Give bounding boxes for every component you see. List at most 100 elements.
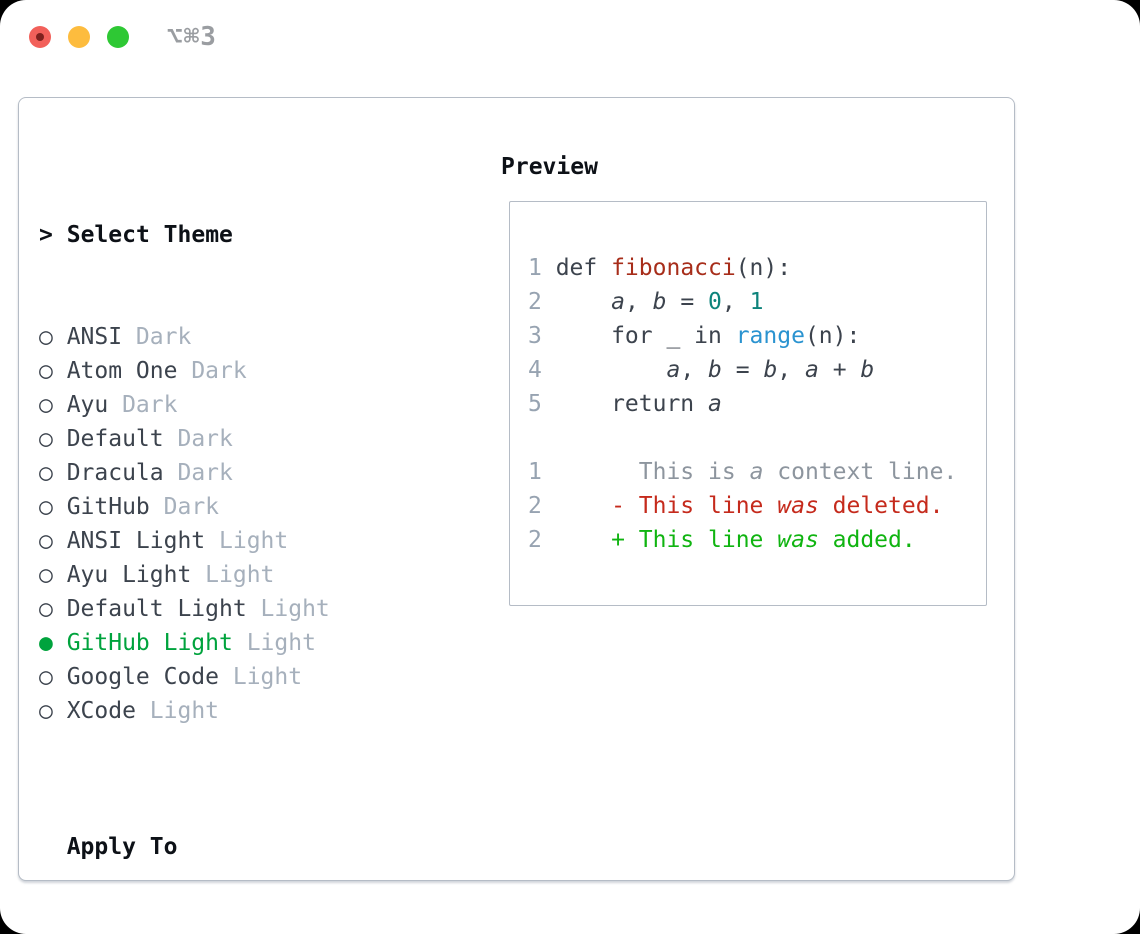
code-token: for _ in: [555, 323, 736, 349]
line-number: 2: [528, 289, 542, 315]
theme-option[interactable]: ○ Atom One Dark: [39, 354, 459, 388]
theme-name: Atom One: [66, 358, 178, 384]
theme-variant-tag: Light: [246, 630, 316, 656]
line-number: 2: [528, 493, 542, 519]
code-line: 2 - This line was deleted.: [528, 489, 957, 523]
radio-unselected-icon: ○: [39, 392, 53, 418]
zoom-button[interactable]: [107, 26, 129, 48]
radio-unselected-icon: ○: [39, 460, 53, 486]
theme-variant-tag: Dark: [177, 426, 233, 452]
code-line: 3 for _ in range(n):: [528, 319, 957, 353]
theme-name: Ayu Light: [66, 562, 192, 588]
code-line: 4 a, b = b, a + b: [528, 353, 957, 387]
code-token: context line.: [763, 459, 958, 485]
close-button[interactable]: [29, 26, 51, 48]
code-token: (n):: [804, 323, 861, 349]
theme-name: ANSI Light: [66, 528, 206, 554]
theme-option[interactable]: ○ XCode Light: [39, 694, 459, 728]
theme-name: Dracula: [66, 460, 164, 486]
theme-option[interactable]: ○ Default Dark: [39, 422, 459, 456]
theme-name: Google Code: [66, 664, 220, 690]
preview-header: Preview: [501, 154, 598, 180]
theme-option[interactable]: ○ ANSI Dark: [39, 320, 459, 354]
select-theme-header: > Select Theme: [39, 218, 459, 252]
theme-option[interactable]: ○ Dracula Dark: [39, 456, 459, 490]
radio-unselected-icon: ○: [39, 698, 53, 724]
code-token: was: [777, 493, 819, 519]
code-token: (n):: [735, 255, 792, 281]
theme-variant-tag: Light: [219, 528, 289, 554]
radio-selected-icon: ●: [39, 630, 53, 656]
line-number: 3: [528, 323, 542, 349]
code-token: b: [708, 357, 722, 383]
select-theme-label: Select Theme: [66, 222, 233, 248]
theme-name: XCode: [66, 698, 136, 724]
prompt-icon: >: [39, 222, 53, 248]
theme-variant-tag: Light: [149, 698, 220, 724]
code-token: 0: [708, 289, 722, 315]
theme-name: ANSI: [66, 324, 123, 350]
line-number: 1: [528, 255, 542, 281]
close-button-dot-icon: [36, 33, 44, 41]
code-token: [556, 357, 667, 383]
code-token: deleted.: [818, 493, 944, 519]
code-token: [556, 289, 611, 315]
apply-to-header: Apply To: [66, 834, 178, 860]
theme-name: Default Light: [66, 596, 247, 622]
code-line: 5 return a: [528, 387, 957, 421]
radio-unselected-icon: ○: [39, 324, 53, 350]
code-line: 2 + This line was added.: [528, 523, 957, 557]
theme-variant-tag: Light: [205, 562, 275, 588]
theme-name: Ayu: [66, 392, 109, 418]
radio-unselected-icon: ○: [39, 528, 53, 554]
theme-option[interactable]: ○ ANSI Light Light: [39, 524, 459, 558]
code-token: a: [749, 459, 764, 485]
window-title: ⌥⌘3: [167, 22, 217, 52]
code-token: 1: [749, 289, 764, 315]
titlebar: ⌥⌘3: [0, 0, 1140, 74]
theme-variant-tag: Dark: [177, 460, 233, 486]
code-token: a: [708, 391, 722, 417]
theme-variant-tag: Light: [260, 596, 330, 622]
code-token: ,: [624, 289, 653, 315]
radio-unselected-icon: ○: [39, 426, 53, 452]
radio-unselected-icon: ○: [39, 494, 53, 520]
theme-variant-tag: Dark: [191, 358, 247, 384]
code-token: return: [555, 391, 709, 417]
code-token: a: [611, 289, 625, 315]
code-token: +: [818, 357, 861, 383]
code-token: + This line: [555, 527, 778, 553]
code-line: 1 This is a context line.: [528, 455, 957, 489]
code-token: added.: [818, 527, 916, 553]
radio-unselected-icon: ○: [39, 664, 53, 690]
radio-unselected-icon: ○: [39, 358, 53, 384]
theme-option[interactable]: ○ Google Code Light: [39, 660, 459, 694]
code-token: ,: [721, 289, 750, 315]
theme-name: Default: [66, 426, 164, 452]
code-token: range: [735, 323, 805, 349]
theme-name: GitHub: [66, 494, 150, 520]
code-line: 2 a, b = 0, 1: [528, 285, 957, 319]
code-token: b: [652, 289, 667, 315]
code-token: b: [763, 357, 778, 383]
code-token: was: [777, 527, 819, 553]
code-line: [528, 421, 957, 455]
code-token: a: [666, 357, 681, 383]
theme-variant-tag: Light: [232, 664, 303, 690]
minimize-button[interactable]: [68, 26, 90, 48]
theme-variant-tag: Dark: [135, 324, 192, 350]
code-token: =: [721, 357, 764, 383]
code-token: ,: [680, 357, 709, 383]
code-token: - This line: [555, 493, 778, 519]
